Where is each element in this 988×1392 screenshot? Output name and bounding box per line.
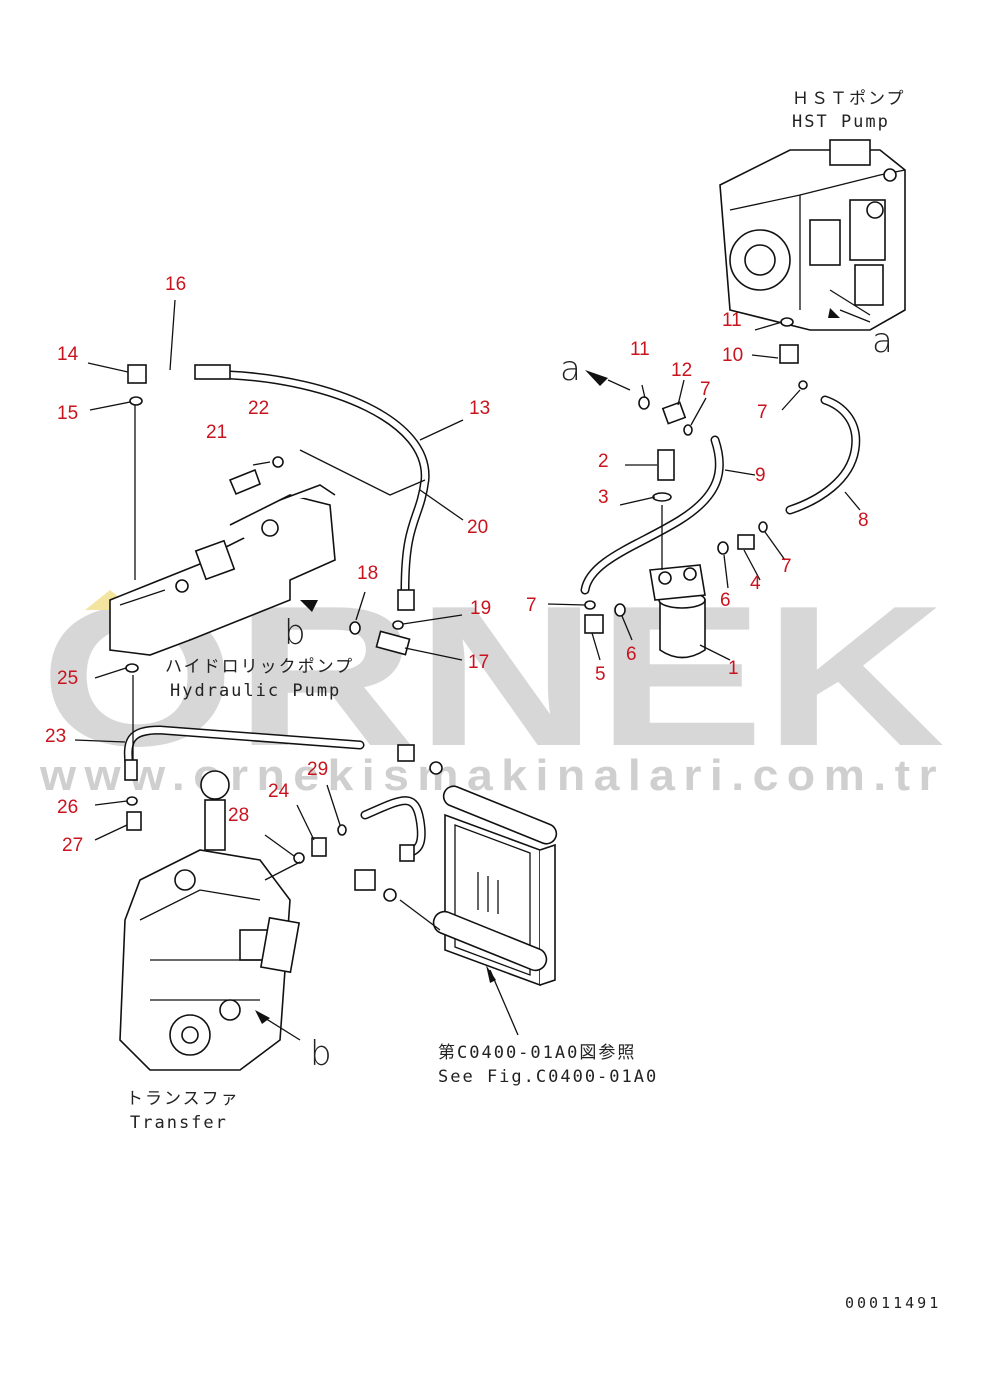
callout-8: 8 <box>858 510 869 531</box>
hydraulic-pump-label-en: Hydraulic Pump <box>170 681 341 701</box>
callout-4: 4 <box>750 573 761 594</box>
callout-29: 29 <box>307 759 328 780</box>
leader-lines <box>74 299 871 1041</box>
hst-pump-label-jp: ＨＳＴポンプ <box>792 89 906 109</box>
washer-3 <box>652 492 672 502</box>
reference-letter-a-left: a <box>560 349 581 389</box>
callout-11-left: 11 <box>630 339 650 360</box>
elbow-5 <box>584 614 604 634</box>
elbow-17 <box>375 630 411 656</box>
o-rings <box>125 317 808 902</box>
callout-1: 1 <box>728 658 739 679</box>
component-labels: ＨＳＴポンプ HST Pump ハイドロリックポンプ Hydraulic Pum… <box>126 89 941 1312</box>
callout-14: 14 <box>57 344 79 365</box>
hst-pump-drawing <box>719 139 906 331</box>
callout-2: 2 <box>598 451 609 472</box>
callout-28: 28 <box>228 805 249 826</box>
arrow-b-transfer-icon <box>255 1010 270 1024</box>
hydraulic-pump-drawing <box>109 484 336 656</box>
see-fig-label-en: See Fig.C0400-01A0 <box>438 1067 658 1087</box>
adapter-12 <box>661 401 687 425</box>
adapter-cooler-a <box>354 869 376 891</box>
callout-21: 21 <box>206 422 227 443</box>
transfer-label-en: Transfer <box>130 1113 228 1133</box>
callout-10: 10 <box>722 345 743 366</box>
hose-end-23 <box>124 759 138 781</box>
callout-22: 22 <box>248 398 269 419</box>
callout-18: 18 <box>357 563 378 584</box>
washer-22 <box>272 456 284 468</box>
callout-16: 16 <box>165 274 186 295</box>
callout-6-left: 6 <box>626 644 637 665</box>
adapter-27 <box>126 811 142 831</box>
oil-cooler-drawing <box>432 785 558 987</box>
elbow-14 <box>127 364 147 384</box>
reference-letter-b-pump: b <box>284 613 306 653</box>
see-fig-label-jp: 第C0400-01A0図参照 <box>438 1043 636 1063</box>
hydraulic-pump-label-jp: ハイドロリックポンプ <box>165 657 354 677</box>
hst-pump-label-en: HST Pump <box>792 112 890 132</box>
callout-27: 27 <box>62 835 83 856</box>
watermark-url: www.ornekismakinalari.com.tr <box>39 751 945 800</box>
filter-drawing <box>649 564 706 659</box>
elbow-cooler <box>397 744 415 762</box>
callout-15: 15 <box>57 403 78 424</box>
callout-23: 23 <box>45 726 66 747</box>
hose-end-13a <box>194 364 231 380</box>
adapter-4 <box>737 534 755 550</box>
hose-end-13b <box>397 589 415 611</box>
transfer-drawing <box>119 770 301 1071</box>
callout-25: 25 <box>57 668 78 689</box>
fittings <box>124 317 808 902</box>
reference-letter-a-right: a <box>872 321 893 361</box>
arrow-a-icon <box>585 370 608 386</box>
callout-7-d: 7 <box>526 595 537 616</box>
arrow-cooler-icon <box>486 965 496 983</box>
callout-12: 12 <box>671 360 692 381</box>
callout-9: 9 <box>755 465 766 486</box>
callout-26: 26 <box>57 797 78 818</box>
drawing-code: 00011491 <box>845 1294 941 1312</box>
callout-numbers: 1 2 3 4 5 6 6 7 7 7 7 8 9 10 11 11 12 13… <box>45 274 869 856</box>
callout-7-b: 7 <box>757 402 768 423</box>
watermark: ORNEK www.ornekismakinalari.com.tr <box>39 565 945 800</box>
bolt-2 <box>657 449 675 481</box>
callout-11-right: 11 <box>722 310 742 331</box>
bolt-21 <box>228 468 262 496</box>
transfer-label-jp: トランスファ <box>126 1089 240 1109</box>
adapter-24 <box>311 837 327 857</box>
callout-17: 17 <box>468 652 489 673</box>
callout-7-a: 7 <box>700 379 711 400</box>
arrow-hst-icon <box>828 308 840 318</box>
callout-20: 20 <box>467 517 488 538</box>
adapter-cooler-b <box>399 844 415 862</box>
arrow-b-icon <box>300 600 318 612</box>
callout-6-right: 6 <box>720 590 731 611</box>
callout-3: 3 <box>598 487 609 508</box>
callout-24: 24 <box>268 781 290 802</box>
callout-7-c: 7 <box>781 556 792 577</box>
direction-arrows <box>255 308 840 1024</box>
callout-19: 19 <box>470 598 491 619</box>
elbow-10 <box>779 344 799 364</box>
callout-13: 13 <box>469 398 490 419</box>
callout-5: 5 <box>595 664 606 685</box>
reference-letter-b-transfer: b <box>310 1034 332 1074</box>
